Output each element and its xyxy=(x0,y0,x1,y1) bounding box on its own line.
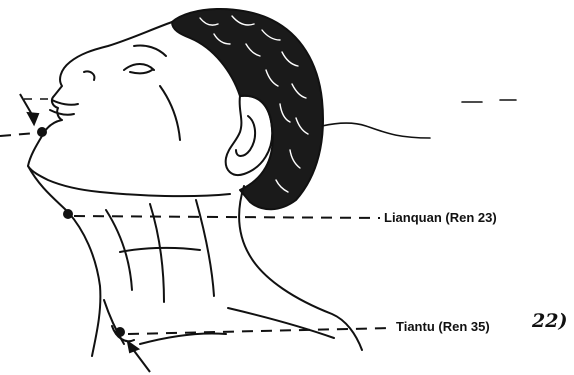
eyebrow xyxy=(134,45,166,56)
collarbone-right xyxy=(140,333,226,344)
neck-muscle-right xyxy=(196,200,214,296)
collarbone-left xyxy=(104,300,124,344)
nostril xyxy=(84,71,94,80)
chin-point xyxy=(37,127,47,137)
acupoints xyxy=(37,127,125,337)
head-neck-illustration xyxy=(28,9,516,356)
lips xyxy=(50,100,78,115)
leader-lines xyxy=(0,133,392,334)
hair xyxy=(172,9,323,209)
neck-muscle-center xyxy=(150,204,164,302)
face-profile xyxy=(28,22,230,196)
ear xyxy=(226,96,273,175)
lianquan-point xyxy=(63,209,73,219)
tiantu-label: Tiantu (Ren 35) xyxy=(396,320,490,333)
cheek-line xyxy=(160,86,180,140)
tiantu-arrow-icon xyxy=(132,348,150,372)
shoulder-line xyxy=(228,308,334,338)
lianquan-leader xyxy=(74,216,380,218)
tiantu-point xyxy=(115,327,125,337)
jaw-line xyxy=(28,166,100,356)
tiantu-handwritten-correction: 22) xyxy=(532,312,567,331)
neck-back xyxy=(239,186,362,350)
eye xyxy=(124,64,154,73)
chin-leader xyxy=(0,133,36,136)
horizon-line xyxy=(322,123,430,138)
horizon-dash xyxy=(462,100,516,102)
lianquan-label: Lianquan (Ren 23) xyxy=(384,211,497,224)
